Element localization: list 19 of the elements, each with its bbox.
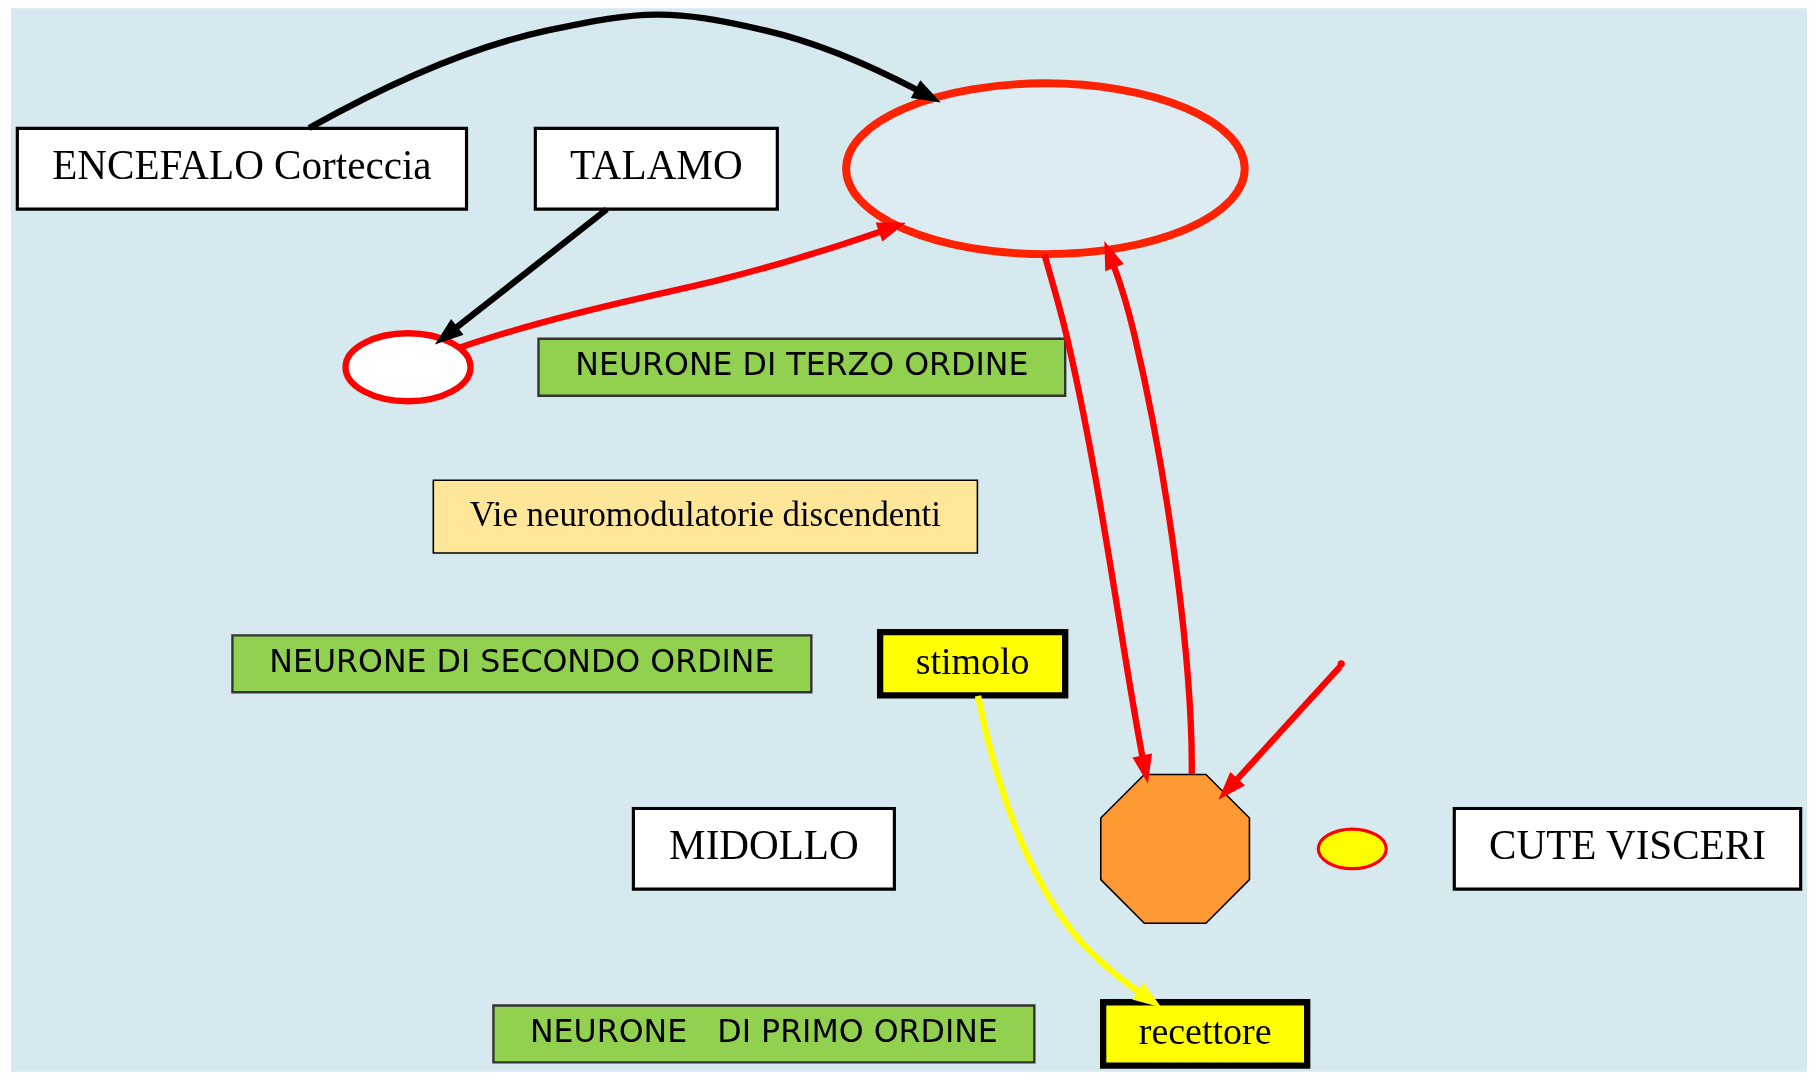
node-circle bbox=[1316, 827, 1388, 871]
arrow bbox=[974, 695, 1162, 1008]
arrow bbox=[458, 222, 906, 351]
node-box: NEURONE DI PRIMO ORDINE bbox=[492, 1004, 1036, 1064]
node-box: CUTE VISCERI bbox=[1452, 806, 1803, 891]
node-box: MIDOLLO bbox=[631, 806, 896, 891]
node-box: NEURONE DI TERZO ORDINE bbox=[537, 337, 1067, 397]
arrow bbox=[1104, 240, 1195, 775]
node-circle bbox=[342, 330, 474, 405]
node-box: Vie neuromodulatorie discendenti bbox=[432, 479, 979, 554]
arrow bbox=[434, 206, 609, 345]
node-box: ENCEFALO Corteccia bbox=[15, 126, 469, 211]
node-box: NEURONE DI SECONDO ORDINE bbox=[231, 634, 813, 694]
arrow bbox=[1041, 253, 1153, 784]
node-box: recettore bbox=[1100, 999, 1311, 1069]
arrow bbox=[1218, 664, 1343, 800]
node-box: stimolo bbox=[876, 629, 1069, 699]
arrow bbox=[307, 11, 941, 131]
node-box: TALAMO bbox=[533, 126, 779, 211]
